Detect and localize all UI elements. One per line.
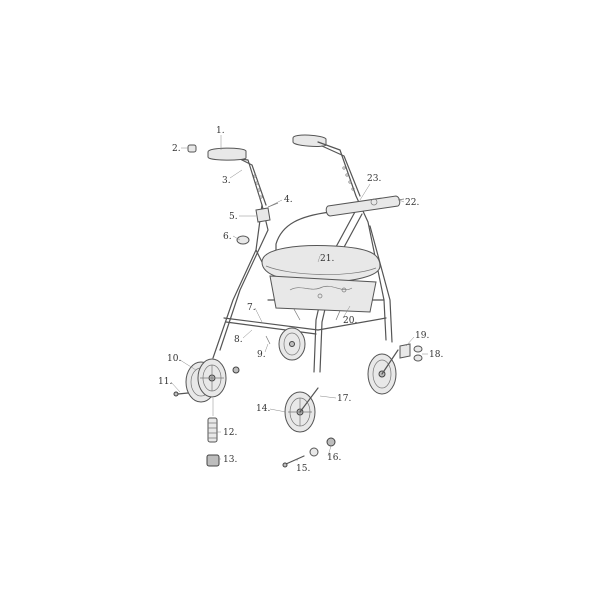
part-labels: 1. 2. 3. 4. 5. 6. 7. 8. 9. 10. 11. 12. 1… [158, 126, 443, 474]
caster-fork-part [399, 343, 411, 359]
end-cap-part [187, 144, 197, 153]
part-label-17: 17. [337, 394, 351, 404]
part-label-18: 18. [429, 350, 443, 360]
rear-left-wheel [278, 327, 306, 361]
front-right-wheel [284, 387, 319, 433]
part-label-11: 11. [158, 377, 172, 387]
part-label-3: 3. [222, 176, 231, 186]
left-hand-grip [207, 147, 247, 161]
part-label-1: 1. [216, 126, 225, 136]
part-label-9: 9. [257, 350, 266, 360]
part-label-23: 23. [367, 174, 381, 184]
washer-part [309, 447, 319, 457]
lock-nut-part [326, 437, 336, 447]
axle-bolt-front-right [285, 455, 305, 465]
part-label-7: 7. [247, 303, 256, 313]
part-label-5: 5. [229, 212, 238, 222]
part-label-20: 20. [343, 316, 357, 326]
part-label-4: 4. [284, 195, 293, 205]
backrest [275, 195, 401, 257]
part-label-10: 10. [167, 354, 181, 364]
axle-bolt-front-left [177, 392, 189, 395]
part-label-2: 2. [172, 144, 181, 154]
part-label-19: 19. [415, 331, 429, 341]
part-label-6: 6. [223, 232, 232, 242]
nut-left [232, 366, 240, 374]
height-adjust-holes-left [253, 174, 263, 199]
front-left-wheel [185, 358, 227, 403]
part-label-21: 21. [320, 254, 334, 264]
storage-basket [269, 275, 377, 313]
small-parts [173, 144, 423, 468]
part-label-22: 22. [405, 198, 419, 208]
leg-tip-part [206, 454, 220, 467]
part-label-12: 12. [223, 428, 237, 438]
leader-lines [170, 135, 428, 461]
part-label-8: 8. [234, 335, 243, 345]
part-label-13: 13. [223, 455, 237, 465]
washer-lower [413, 354, 423, 362]
height-adjust-holes-right [342, 166, 355, 191]
leg-insert-part [207, 417, 218, 443]
right-hand-grip [292, 134, 327, 147]
brake-clamp-part [255, 207, 271, 223]
part-label-14: 14. [256, 404, 270, 414]
washer-upper [413, 345, 423, 353]
part-label-16: 16. [327, 453, 341, 463]
part-label-15: 15. [296, 464, 310, 474]
rear-right-wheel [367, 349, 399, 395]
knob-part [236, 235, 250, 245]
